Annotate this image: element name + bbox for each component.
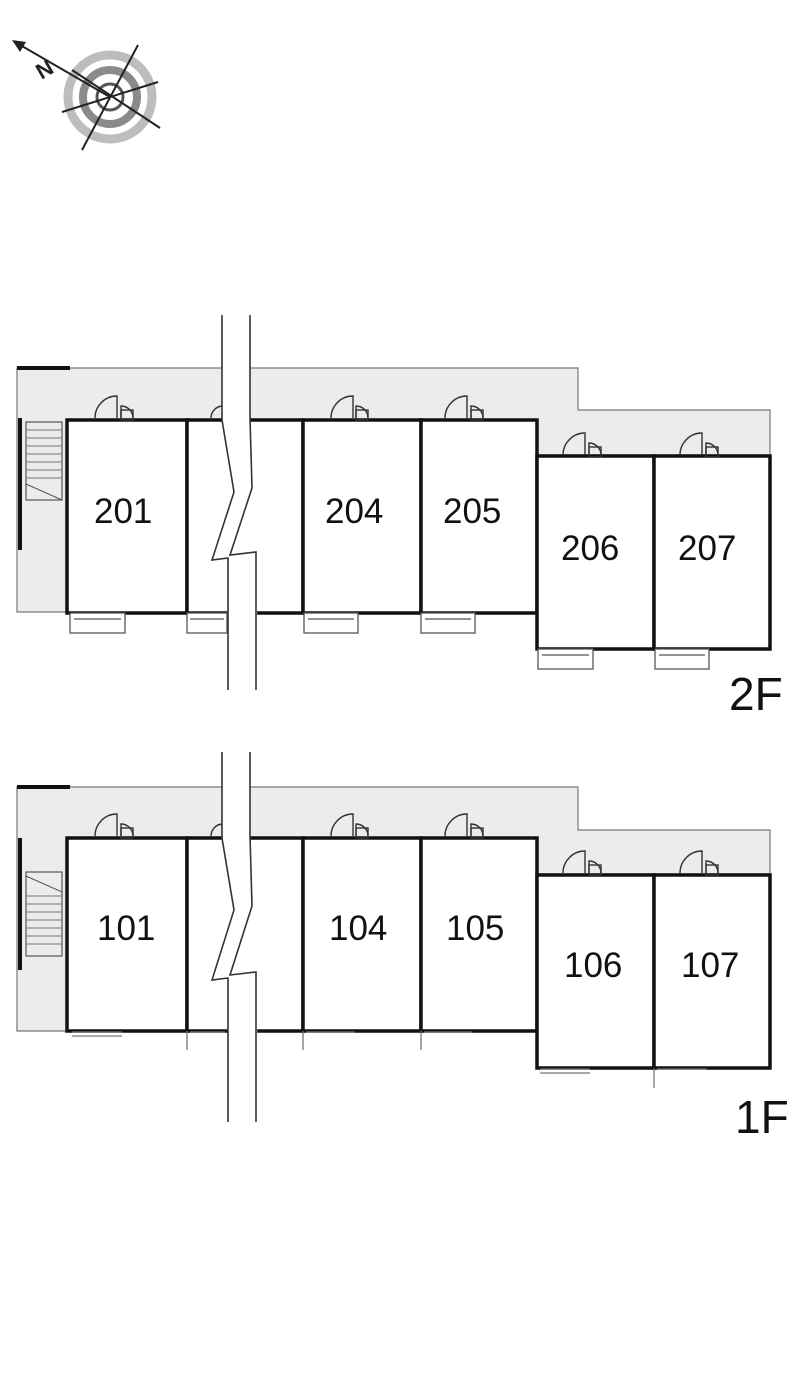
unit-label-201: 201 [94,492,152,531]
floor-1f-plan [16,752,772,1122]
floor-2f-unit-labels: 201 204 205 206 207 [94,492,736,568]
unit-207-room [652,454,772,651]
unit-label-206: 206 [561,529,619,568]
door-icon [94,813,719,876]
compass-north-label: N [31,55,57,85]
floor-label-1f: 1F [735,1091,789,1143]
unit-201-room [65,418,189,615]
stairs-icon [25,421,63,501]
floor-label-2f: 2F [729,668,783,720]
unit-label-204: 204 [325,492,383,531]
unit-label-106: 106 [564,946,622,985]
unit-107-room [652,873,772,1070]
unit-101-room [65,836,189,1033]
unit-206-room [535,454,656,651]
unit-105-room [419,836,539,1033]
window-sill [72,1031,707,1088]
unit-205-room [419,418,539,615]
unit-label-107: 107 [681,946,739,985]
floor-1f-unit-labels: 101 104 105 106 107 [97,909,739,985]
unit-204-room [301,418,423,615]
balcony [69,612,710,670]
unit-label-101: 101 [97,909,155,948]
floor-2f-plan [16,315,772,690]
compass-rose-icon [12,40,161,151]
stairs-icon [25,871,63,957]
unit-label-207: 207 [678,529,736,568]
door-icon [94,395,719,458]
unit-label-205: 205 [443,492,501,531]
unit-label-105: 105 [446,909,504,948]
unit-label-104: 104 [329,909,387,948]
unit-106-room [535,873,656,1070]
